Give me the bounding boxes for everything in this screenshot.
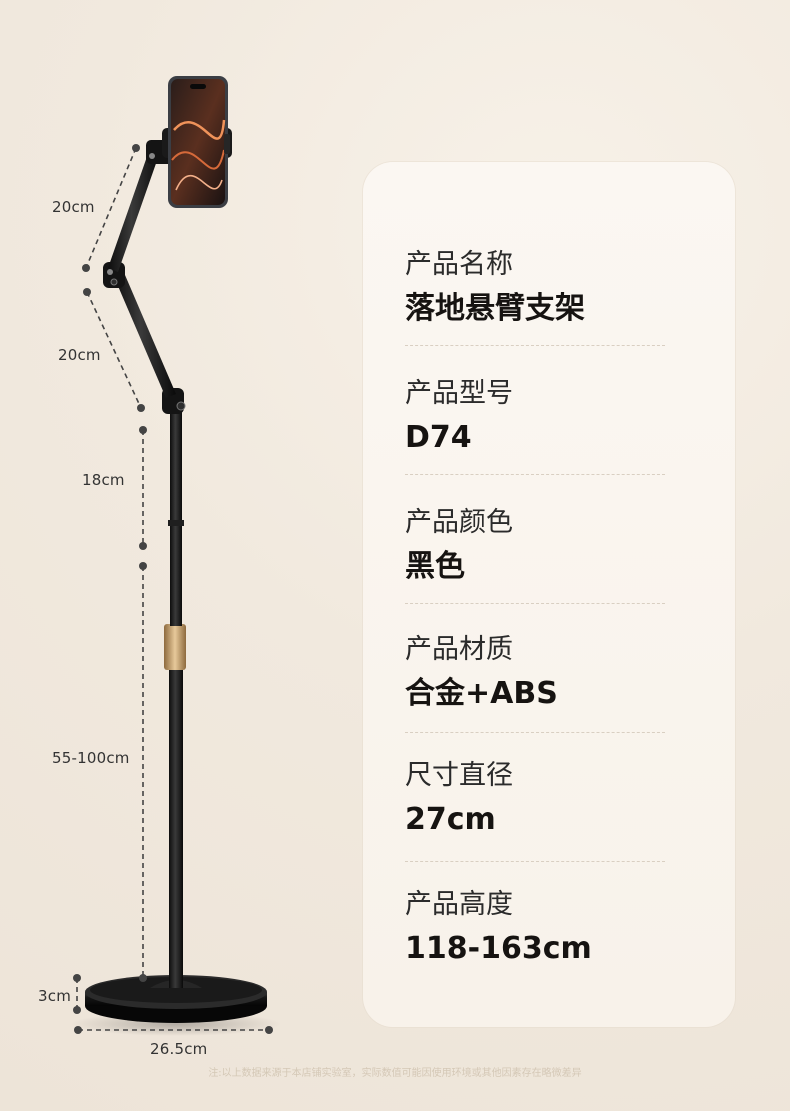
spec-row-diameter: 尺寸直径 27cm [405, 759, 665, 839]
spec-value: 落地悬臂支架 [405, 291, 585, 326]
dim-label-pole-main: 55-100cm [52, 749, 130, 767]
spec-label: 产品材质 [405, 634, 513, 665]
dim-label-base-height: 3cm [38, 987, 72, 1005]
arm-middle-joint [103, 262, 125, 288]
dim-label-arm-lower: 20cm [58, 346, 101, 364]
spec-value: 黑色 [405, 549, 465, 584]
spec-value: 118-163cm [405, 931, 592, 966]
height-adjust-collar [164, 624, 186, 670]
spec-label: 产品颜色 [405, 507, 513, 538]
spec-row-model: 产品型号 D74 [405, 377, 665, 457]
dim-label-base-diameter: 26.5cm [150, 1040, 208, 1058]
spec-divider [405, 603, 665, 604]
spec-row-height: 产品高度 118-163cm [405, 888, 665, 968]
stand-illustration: 20cm 20cm 18cm 55-100cm 3cm 26.5cm [0, 0, 360, 1111]
spec-label: 尺寸直径 [405, 760, 513, 791]
spec-label: 产品型号 [405, 378, 513, 409]
dimension-endpoints [73, 144, 273, 1034]
spec-divider [405, 732, 665, 733]
spec-divider [405, 861, 665, 862]
spec-label: 产品高度 [405, 889, 513, 920]
spec-value: 合金+ABS [405, 676, 558, 711]
spec-divider [405, 345, 665, 346]
spec-value: D74 [405, 420, 472, 455]
spec-label: 产品名称 [405, 249, 513, 280]
dim-label-arm-upper: 20cm [52, 198, 95, 216]
spec-divider [405, 474, 665, 475]
disclaimer-note: 注:以上数据来源于本店铺实验室，实际数值可能因使用环境或其他因素存在略微差异 [208, 1068, 582, 1079]
dim-label-pole-upper: 18cm [82, 471, 125, 489]
dimension-lines [76, 147, 269, 1031]
spec-row-color: 产品颜色 黑色 [405, 506, 665, 586]
spec-value: 27cm [405, 802, 496, 837]
pole-upper [170, 412, 182, 626]
spec-row-material: 产品材质 合金+ABS [405, 633, 665, 713]
phone-device [168, 76, 230, 208]
stand-base [85, 975, 267, 1023]
spec-row-name: 产品名称 落地悬臂支架 [405, 248, 665, 328]
pole-lower [169, 655, 183, 988]
stand-drawing [71, 76, 281, 1036]
arm-lower-segment [112, 268, 176, 398]
arm-upper-segment [108, 148, 160, 272]
spec-card: 产品名称 落地悬臂支架 产品型号 D74 产品颜色 黑色 产品材质 合金+ABS… [363, 162, 735, 1027]
